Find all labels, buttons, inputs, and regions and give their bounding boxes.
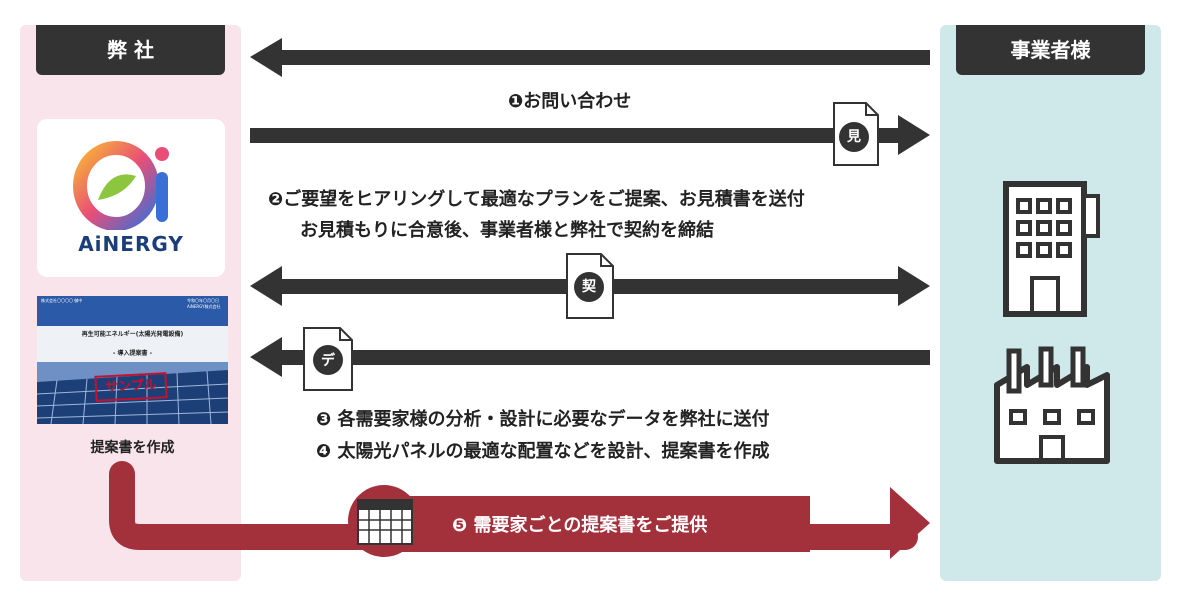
data-document-icon — [303, 327, 353, 391]
cover-company: 株式会社〇〇〇〇 御中 — [41, 298, 83, 303]
contract-doc-label: 契 — [582, 279, 596, 295]
create-proposal-caption: 提案書を作成 — [90, 440, 175, 456]
step1-text: ❶お問い合わせ — [508, 91, 632, 112]
step3-text: ❸ 各需要家様の分析・設計に必要なデータを弊社に送付 — [316, 409, 770, 430]
company-header: 弊 社 — [36, 25, 225, 75]
cover-date: 令和〇年〇月〇日 AiNERGY株式会社 — [187, 298, 221, 309]
contract-document-icon — [566, 253, 614, 319]
ainergy-logo-text: AiNERGY — [78, 232, 184, 256]
arrow-left-data — [250, 337, 930, 377]
client-header: 事業者様 — [956, 25, 1145, 75]
cover-title: 再生可能エネルギー(太陽光発電設備) — [81, 331, 184, 338]
step4-text: ❹ 太陽光パネルの最適な配置などを設計、提案書を作成 — [316, 441, 770, 462]
arrow-right-1 — [250, 115, 930, 155]
cover-subtitle: - 導入提案書 - — [112, 350, 153, 357]
cover-title-band — [37, 326, 228, 362]
step5-text: ❺ 需要家ごとの提案書をご提供 — [452, 515, 708, 536]
solar-panels-image — [37, 362, 228, 424]
estimate-document-icon — [833, 102, 879, 166]
building-icon — [1003, 181, 1100, 317]
step2-line1: ❷ご要望をヒアリングして最適なプランをご提案、お見積書を送付 — [268, 189, 805, 210]
factory-icon — [994, 346, 1110, 464]
proposal-thumbnail: 株式会社〇〇〇〇 御中 令和〇年〇月〇日 AiNERGY株式会社 再生可能エネル… — [37, 296, 228, 424]
calendar-icon — [357, 499, 413, 545]
estimate-doc-label: 見 — [847, 129, 861, 145]
data-doc-label: デ — [321, 353, 335, 369]
arrow-left-1 — [250, 38, 930, 77]
ainergy-logo-mark — [73, 141, 169, 230]
step2-line2: お見積もりに合意後、事業者様と弊社で契約を締結 — [300, 220, 714, 241]
